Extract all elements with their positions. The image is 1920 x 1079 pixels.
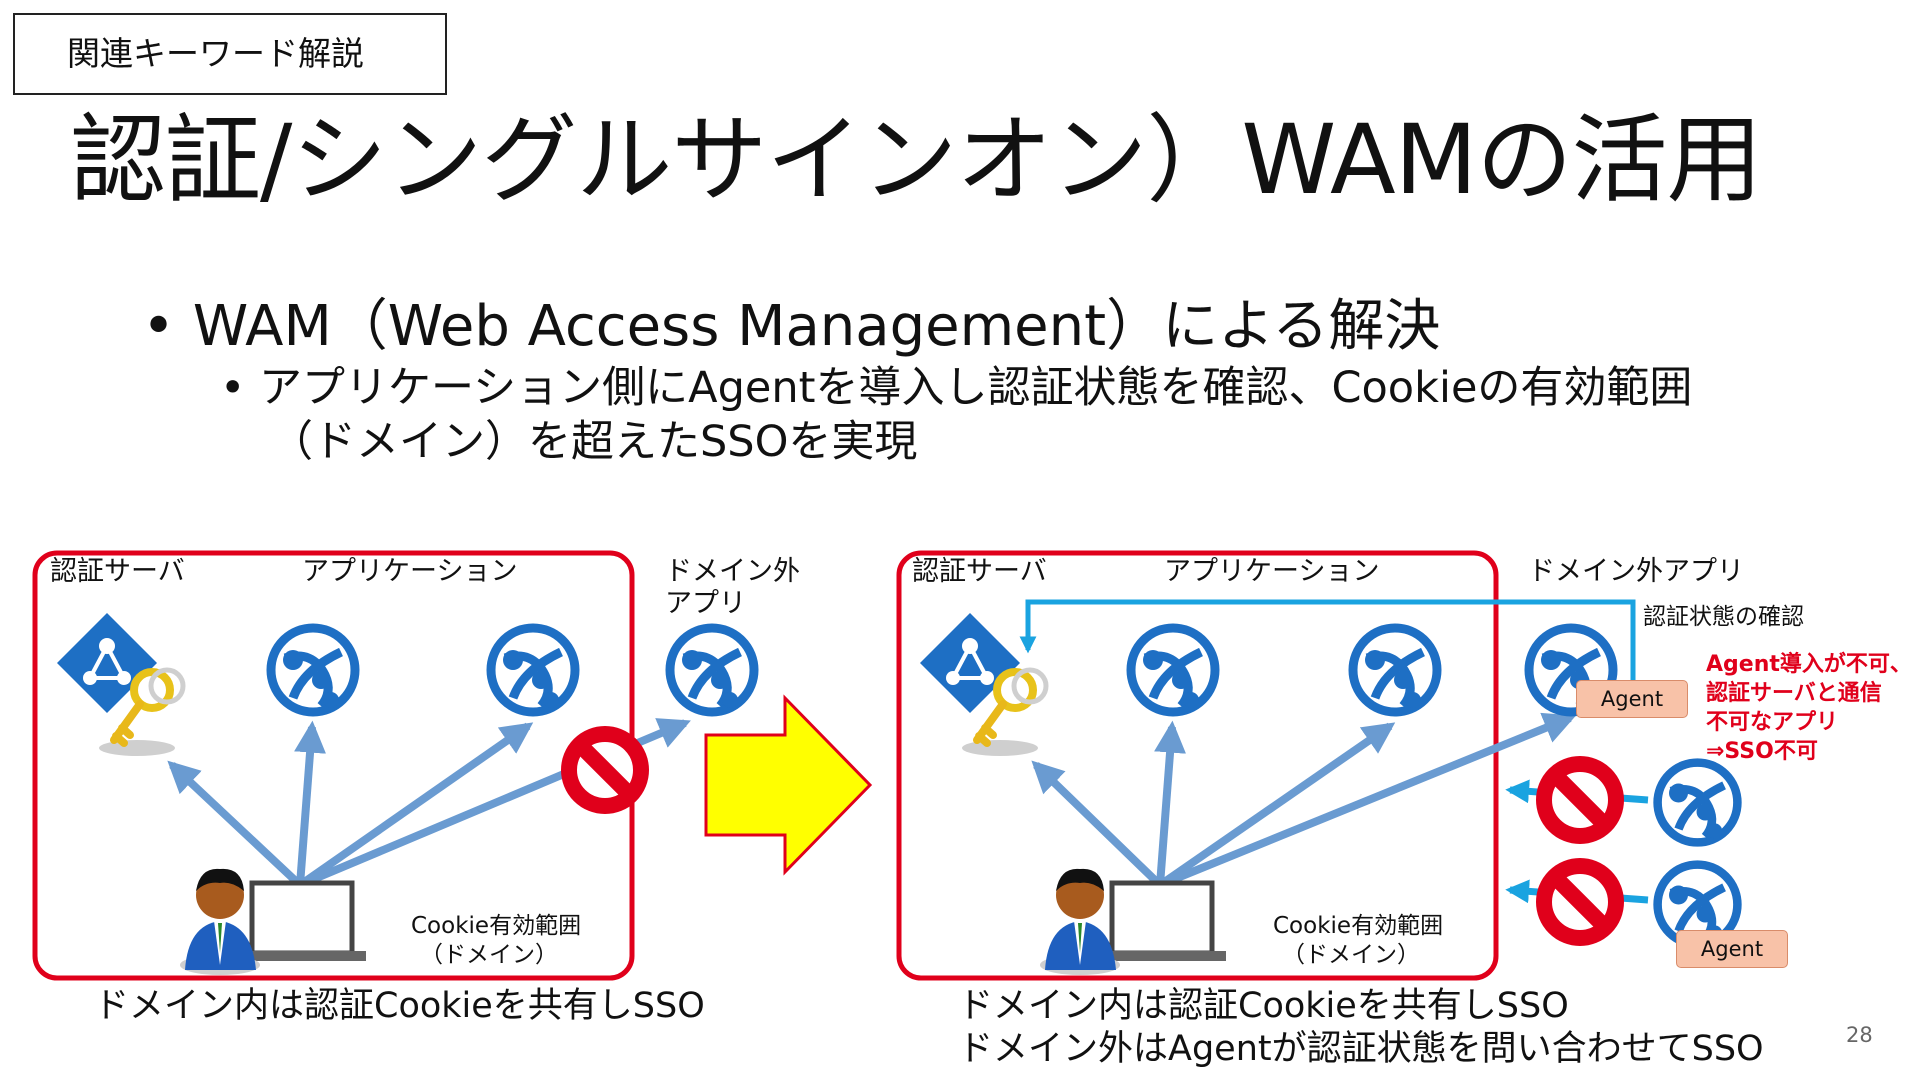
arrow-to-app-2 bbox=[1157, 722, 1396, 889]
cookie-scope-label-sub: （ドメイン） bbox=[420, 942, 558, 968]
application-icon bbox=[1353, 628, 1437, 712]
auth-server-label: 認証サーバ bbox=[50, 556, 185, 587]
big-arrow-icon bbox=[704, 694, 873, 876]
outside-app-icon bbox=[670, 628, 754, 712]
arrow-to-auth-server bbox=[167, 760, 303, 888]
bullet-2-text-line1: アプリケーション側にAgentを導入し認証状態を確認、Cookieの有効範囲 bbox=[259, 363, 1693, 413]
application-icon bbox=[271, 628, 355, 712]
right-caption-line1: ドメイン内は認証Cookieを共有しSSO bbox=[958, 986, 1569, 1026]
left-caption: ドメイン内は認証Cookieを共有しSSO bbox=[94, 986, 705, 1026]
page-title: 認証/シングルサインオン）WAMの活用 bbox=[70, 104, 1763, 216]
keyword-tag: 関連キーワード解説 bbox=[13, 13, 447, 95]
no-entry-icon bbox=[1544, 764, 1616, 836]
cookie-scope-label: Cookie有効範囲 bbox=[411, 913, 582, 939]
outside-app-icon bbox=[1658, 763, 1738, 843]
no-entry-icon bbox=[569, 734, 641, 806]
auth-server-label: 認証サーバ bbox=[912, 556, 1047, 587]
outside-app-label-line2: アプリ bbox=[665, 588, 746, 619]
bullet-1: • WAM（Web Access Management）による解決 bbox=[142, 292, 1440, 362]
bullet-2: • アプリケーション側にAgentを導入し認証状態を確認、Cookieの有効範囲 bbox=[220, 362, 1692, 414]
arrow-to-app-1 bbox=[294, 720, 327, 886]
arrow-to-app-1 bbox=[1154, 720, 1187, 886]
application-label: アプリケーション bbox=[302, 556, 518, 587]
bullet-2-text-line2: （ドメイン）を超えたSSOを実現 bbox=[270, 417, 918, 467]
user-pc-icon bbox=[180, 869, 366, 975]
bullet-dot: • bbox=[142, 294, 176, 359]
arrow-to-app-2 bbox=[297, 722, 534, 889]
cookie-scope-label-sub: （ドメイン） bbox=[1282, 942, 1420, 968]
sso-note-line2: 認証サーバと通信 bbox=[1706, 681, 1882, 706]
outside-app-label-line1: ドメイン外 bbox=[665, 556, 800, 587]
sso-note-line3: 不可なアプリ bbox=[1706, 710, 1839, 735]
auth-server-icon bbox=[57, 613, 183, 756]
sso-note-line4: ⇒SSO不可 bbox=[1706, 739, 1818, 764]
arrow-to-agent-app bbox=[1158, 712, 1576, 889]
sso-note-line1: Agent導入が不可、 bbox=[1706, 652, 1912, 677]
no-entry-icon bbox=[1544, 866, 1616, 938]
arrow-to-auth-server bbox=[1031, 760, 1163, 888]
right-domain-box bbox=[896, 550, 1499, 981]
application-icon bbox=[1131, 628, 1215, 712]
application-label: アプリケーション bbox=[1164, 556, 1380, 587]
bullet-dot: • bbox=[220, 363, 246, 413]
auth-check-line bbox=[1019, 599, 1636, 685]
user-pc-icon bbox=[1040, 869, 1226, 975]
bullet-1-text: WAM（Web Access Management）による解決 bbox=[192, 294, 1441, 359]
auth-check-label: 認証状態の確認 bbox=[1643, 604, 1804, 630]
page-number: 28 bbox=[1846, 1023, 1873, 1047]
cookie-scope-label: Cookie有効範囲 bbox=[1273, 913, 1444, 939]
application-icon bbox=[491, 628, 575, 712]
agent-badge: Agent bbox=[1576, 680, 1688, 718]
agent-badge: Agent bbox=[1676, 930, 1788, 968]
right-caption-line2: ドメイン外はAgentが認証状態を問い合わせてSSO bbox=[958, 1029, 1764, 1069]
outside-app-label: ドメイン外アプリ bbox=[1528, 556, 1744, 587]
